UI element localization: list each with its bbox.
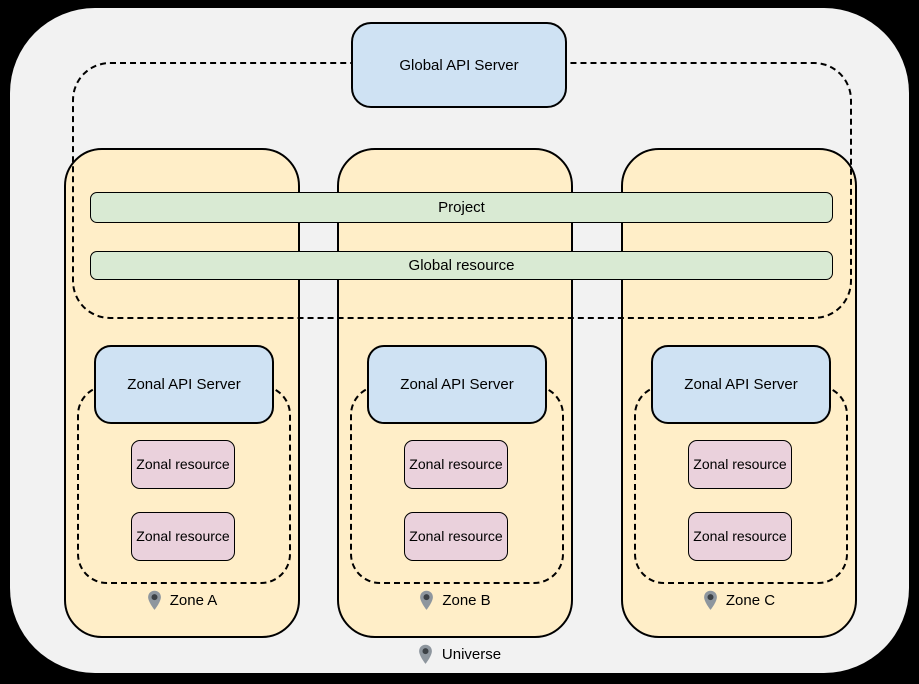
- zonal-api-server-label: Zonal API Server: [684, 376, 798, 393]
- global-resource-bar: Global resource: [90, 251, 833, 280]
- location-pin-icon: [419, 644, 432, 664]
- zonal-api-server-label: Zonal API Server: [127, 376, 241, 393]
- global-api-server-box: Global API Server: [351, 22, 567, 108]
- zonal-api-server-box: Zonal API Server: [651, 345, 831, 424]
- zonal-resource-label: Zonal resource: [409, 528, 503, 545]
- zone-a-container: Zonal API Server Zonal resource Zonal re…: [64, 148, 300, 638]
- zone-name-text: Zone C: [725, 592, 776, 609]
- location-pin-icon: [420, 590, 434, 610]
- zonal-api-server-box: Zonal API Server: [367, 345, 547, 424]
- zonal-resource-label: Zonal resource: [136, 456, 230, 473]
- global-api-server-label: Global API Server: [399, 56, 519, 74]
- universe-name-text: Universe: [441, 646, 502, 663]
- zonal-resource-label: Zonal resource: [136, 528, 230, 545]
- zone-name-text: Zone A: [169, 592, 218, 609]
- location-pin-icon: [704, 590, 717, 610]
- location-pin-icon: [147, 590, 161, 610]
- zonal-resource-box: Zonal resource: [131, 440, 235, 489]
- global-resource-bar-label: Global resource: [408, 257, 515, 274]
- zonal-api-server-label: Zonal API Server: [400, 376, 514, 393]
- zonal-resource-label: Zonal resource: [409, 456, 503, 473]
- zonal-resource-box: Zonal resource: [688, 440, 792, 489]
- zonal-resource-box: Zonal resource: [404, 440, 508, 489]
- zone-c-label: Zone C: [623, 590, 855, 611]
- zonal-resource-label: Zonal resource: [693, 528, 787, 545]
- zone-b-label: Zone B: [339, 590, 571, 611]
- zone-c-container: Zonal API Server Zonal resource Zonal re…: [621, 148, 857, 638]
- zonal-resource-label: Zonal resource: [693, 456, 787, 473]
- zonal-resource-box: Zonal resource: [404, 512, 508, 561]
- zone-name-text: Zone B: [442, 592, 491, 609]
- zonal-resource-box: Zonal resource: [688, 512, 792, 561]
- zone-b-container: Zonal API Server Zonal resource Zonal re…: [337, 148, 573, 638]
- project-bar-label: Project: [438, 199, 485, 216]
- zonal-api-server-box: Zonal API Server: [94, 345, 274, 424]
- project-bar: Project: [90, 192, 833, 223]
- zonal-resource-box: Zonal resource: [131, 512, 235, 561]
- zone-a-label: Zone A: [66, 590, 298, 611]
- universe-label: Universe: [0, 644, 919, 665]
